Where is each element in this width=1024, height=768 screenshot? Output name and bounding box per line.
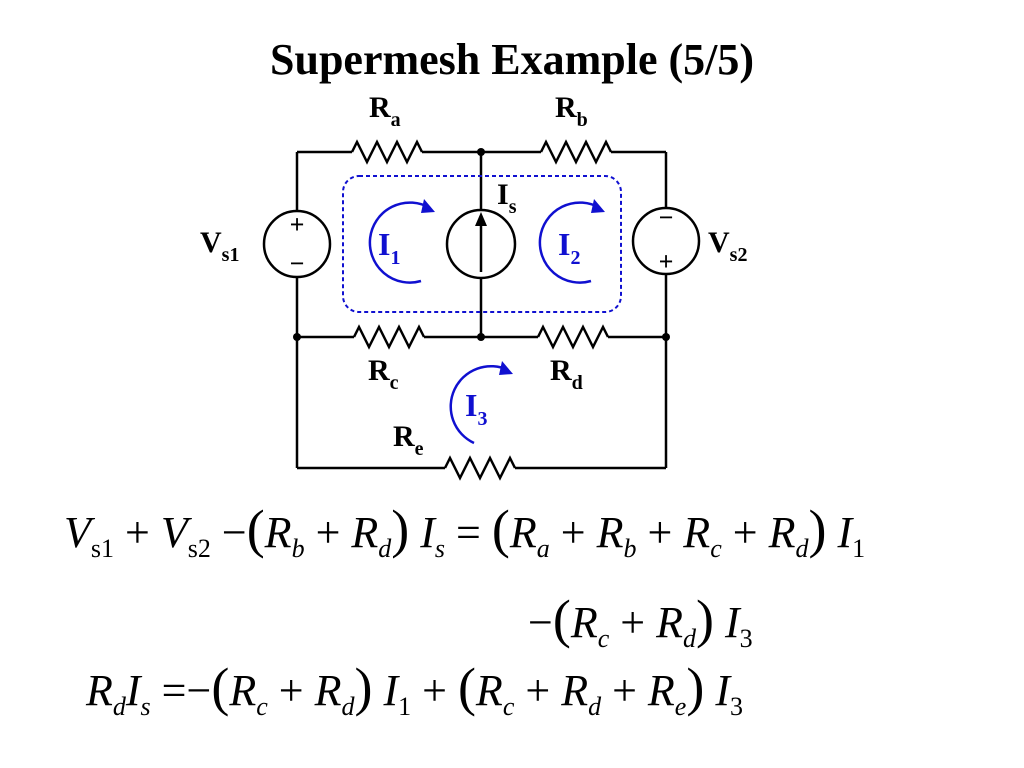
current-source-is — [445, 208, 517, 280]
label-re: Re — [393, 420, 424, 460]
label-vs2: Vs2 — [708, 226, 747, 266]
node-dot — [293, 333, 301, 341]
label-is: Is — [497, 178, 517, 218]
resistor-ra — [350, 139, 424, 165]
label-rd: Rd — [550, 354, 583, 394]
node-dot — [477, 148, 485, 156]
wires — [262, 139, 701, 481]
mesh-arrow-i1 — [368, 201, 431, 284]
label-i3: I3 — [465, 387, 487, 430]
label-rc: Rc — [368, 354, 399, 394]
resistor-re — [443, 455, 517, 481]
arrowhead-i2 — [591, 199, 605, 213]
mesh-arrows — [368, 201, 601, 445]
supermesh-boundary — [342, 175, 622, 313]
current-source-arrowhead — [475, 212, 487, 226]
label-i1: I1 — [378, 226, 400, 269]
mesh-arrow-i2 — [538, 201, 601, 284]
vs2-plus-sign: + — [659, 247, 674, 276]
arrowhead-i3 — [499, 361, 513, 375]
vs1-plus-sign: + — [290, 210, 305, 239]
voltage-source-vs1 — [262, 209, 332, 279]
arrowhead-i1 — [421, 199, 435, 213]
slide-title: Supermesh Example (5/5) — [270, 35, 754, 84]
label-ra: Ra — [369, 91, 401, 131]
equation-1-continuation: −(Rc + Rd) I3 — [528, 589, 753, 653]
mesh-arrow-i3 — [449, 365, 509, 445]
resistor-rd — [536, 324, 610, 350]
label-rb: Rb — [555, 91, 588, 131]
resistor-rb — [539, 139, 613, 165]
circuit-diagram: + − − + Ra Rb Is Vs1 Vs2 Rc Rd Re I1 I2 … — [200, 91, 747, 481]
vs2-minus-sign: − — [659, 203, 674, 232]
label-i2: I2 — [558, 226, 580, 269]
resistor-rc — [352, 324, 426, 350]
vs1-minus-sign: − — [290, 249, 305, 278]
node-dot — [477, 333, 485, 341]
voltage-source-vs2 — [631, 206, 701, 276]
equation-1: Vs1 + Vs2 −(Rb + Rd) Is = (Ra + Rb + Rc … — [64, 499, 866, 563]
equation-2: RdIs =−(Rc + Rd) I1 + (Rc + Rd + Re) I3 — [86, 657, 743, 721]
node-dot — [662, 333, 670, 341]
label-vs1: Vs1 — [200, 226, 239, 266]
